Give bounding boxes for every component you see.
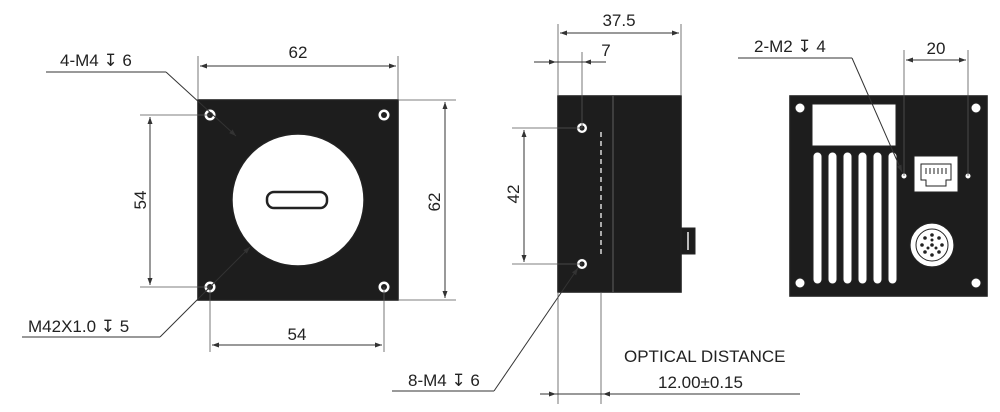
front-callout-bottom: M42X1.0 ↧ 5: [28, 317, 129, 336]
front-callout-top: 4-M4 ↧ 6: [60, 51, 132, 70]
optical-distance-title: OPTICAL DISTANCE: [624, 347, 786, 366]
side-length-label: 37.5: [602, 11, 635, 30]
rear-offset-label: 20: [927, 39, 946, 58]
rear-callout-holes: 2-M2 ↧ 4: [754, 37, 826, 56]
rear-label-window: [811, 103, 897, 147]
front-view: 62 54 62 54 4-M4 ↧ 6 M42X1.0 ↧ 5: [22, 43, 456, 352]
front-height-right-label: 62: [425, 193, 444, 212]
sensor-slot: [265, 190, 329, 210]
rear-view: 20 2-M2 ↧ 4: [738, 37, 988, 297]
optical-distance-value: 12.00±0.15: [658, 373, 743, 392]
front-width-bottom-label: 54: [288, 325, 307, 344]
front-height-left-label: 54: [131, 191, 150, 210]
side-offset-label: 7: [601, 41, 610, 60]
side-callout-holes: 8-M4 ↧ 6: [408, 371, 480, 390]
rear-heatsink-fins: [812, 151, 898, 285]
side-hole-pitch-label: 42: [504, 185, 523, 204]
front-width-top-label: 62: [289, 43, 308, 62]
side-view: 37.5 7 42 8-M4 ↧ 6 OPTICAL DISTANCE 12.0…: [392, 11, 800, 404]
